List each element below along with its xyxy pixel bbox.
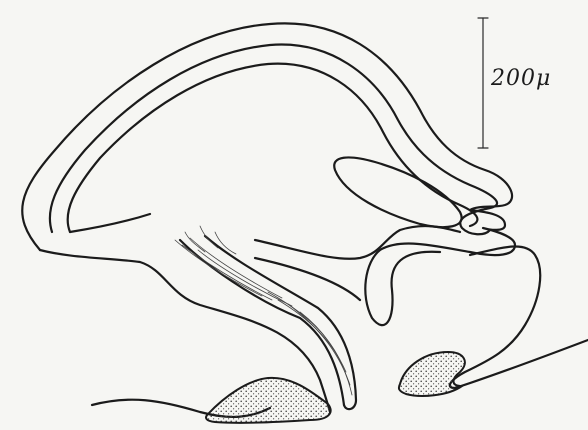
internal-oval (334, 157, 461, 227)
scale-bar-label: 200μ (491, 66, 551, 91)
right-tissue-outline (450, 246, 588, 388)
lower-inner-band (255, 226, 460, 259)
inner-return-line (70, 214, 150, 232)
middle-membrane (50, 45, 497, 235)
fiber-hatching (175, 226, 352, 395)
scale-bar (478, 18, 488, 148)
stippled-body-left (206, 378, 331, 423)
inner-membrane (68, 64, 478, 232)
stippled-body-right (399, 352, 465, 396)
